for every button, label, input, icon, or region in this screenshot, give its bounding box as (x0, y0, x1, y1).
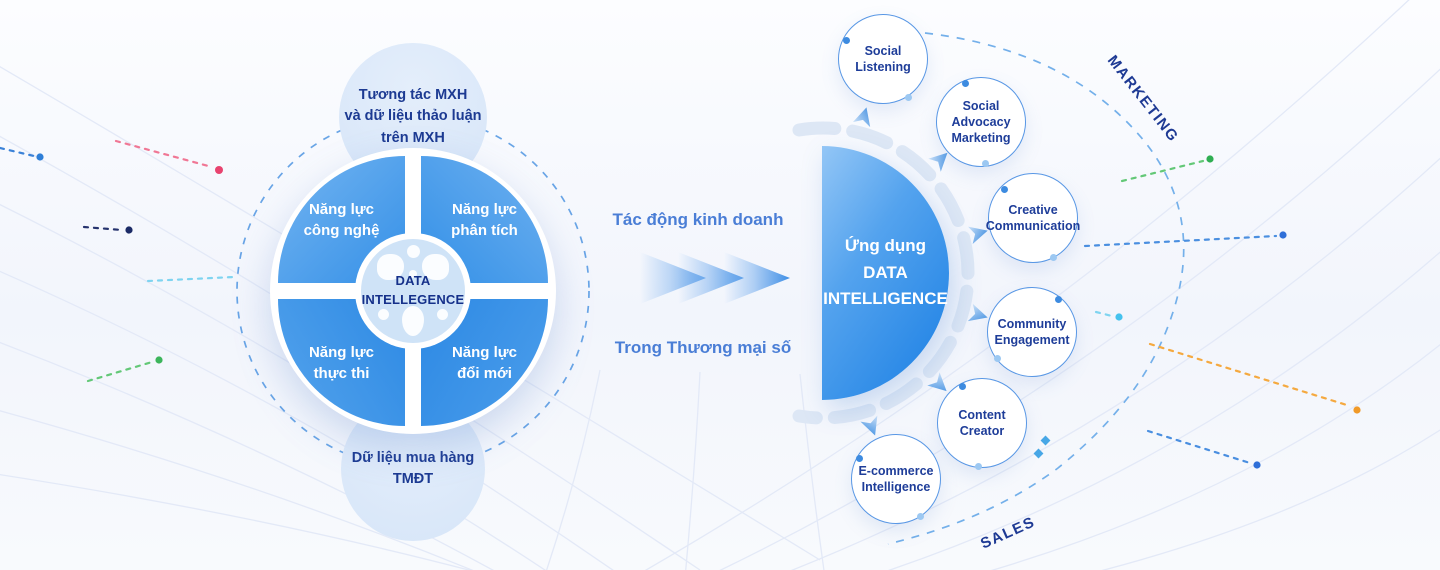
blob-decoration (377, 254, 404, 280)
application-social-listening: Social Listening (838, 14, 928, 104)
connector-dot (856, 455, 863, 462)
application-creative-communication: Creative Communication (985, 173, 1081, 263)
dashed-orbit-icon (887, 32, 1185, 545)
application-label: Community Engagement (994, 316, 1070, 347)
connector-dot (1055, 296, 1062, 303)
pointer-arrow-icon (852, 107, 988, 436)
connector-dot (36, 153, 1361, 469)
application-label: Social Listening (855, 43, 911, 74)
wheel-hub: DATA INTELLEGENCE (355, 233, 471, 349)
blob-decoration (437, 309, 448, 320)
connector-dot (982, 160, 989, 167)
connector-dot (905, 94, 912, 101)
blob-decoration (407, 245, 420, 258)
diamond-dot (1033, 435, 1051, 459)
segmented-ring-icon (792, 121, 975, 425)
application-label: E-commerce Intelligence (858, 463, 934, 494)
application-community-engagement: Community Engagement (987, 287, 1077, 377)
blob-decoration (378, 309, 389, 320)
application-content-creator: Content Creator (937, 378, 1027, 470)
blob-decoration (402, 306, 424, 336)
chevron-arrow-icon (724, 252, 790, 304)
connector-dot (962, 80, 969, 87)
application-label: Content Creator (958, 407, 1006, 438)
context-label: Trong Thương mại số (614, 338, 792, 357)
connector-dot (1001, 186, 1008, 193)
capability-wheel: Năng lực công nghệ Năng lực phân tích Nă… (270, 148, 556, 434)
connector-dot (843, 37, 850, 44)
blob-decoration (422, 254, 449, 280)
connector-dot (1050, 254, 1057, 261)
application-label: Creative Communication (985, 202, 1081, 233)
connector-dot (994, 355, 1001, 362)
impact-label: Tác động kinh doanh (612, 210, 784, 229)
blob-decoration (409, 270, 417, 278)
connector-dot (917, 513, 924, 520)
comet-line (0, 139, 1352, 465)
chevron-arrow-icon (640, 252, 795, 304)
connector-dot (975, 463, 982, 470)
connector-dot (959, 383, 966, 390)
wheel-hub-face: DATA INTELLEGENCE (361, 239, 465, 343)
application-social-advocacy-marketing: Social Advocacy Marketing (936, 77, 1026, 167)
application-ecommerce-intelligence: E-commerce Intelligence (851, 434, 941, 524)
hub-title: DATA INTELLEGENCE (361, 273, 465, 307)
application-label: Social Advocacy Marketing (951, 98, 1011, 146)
